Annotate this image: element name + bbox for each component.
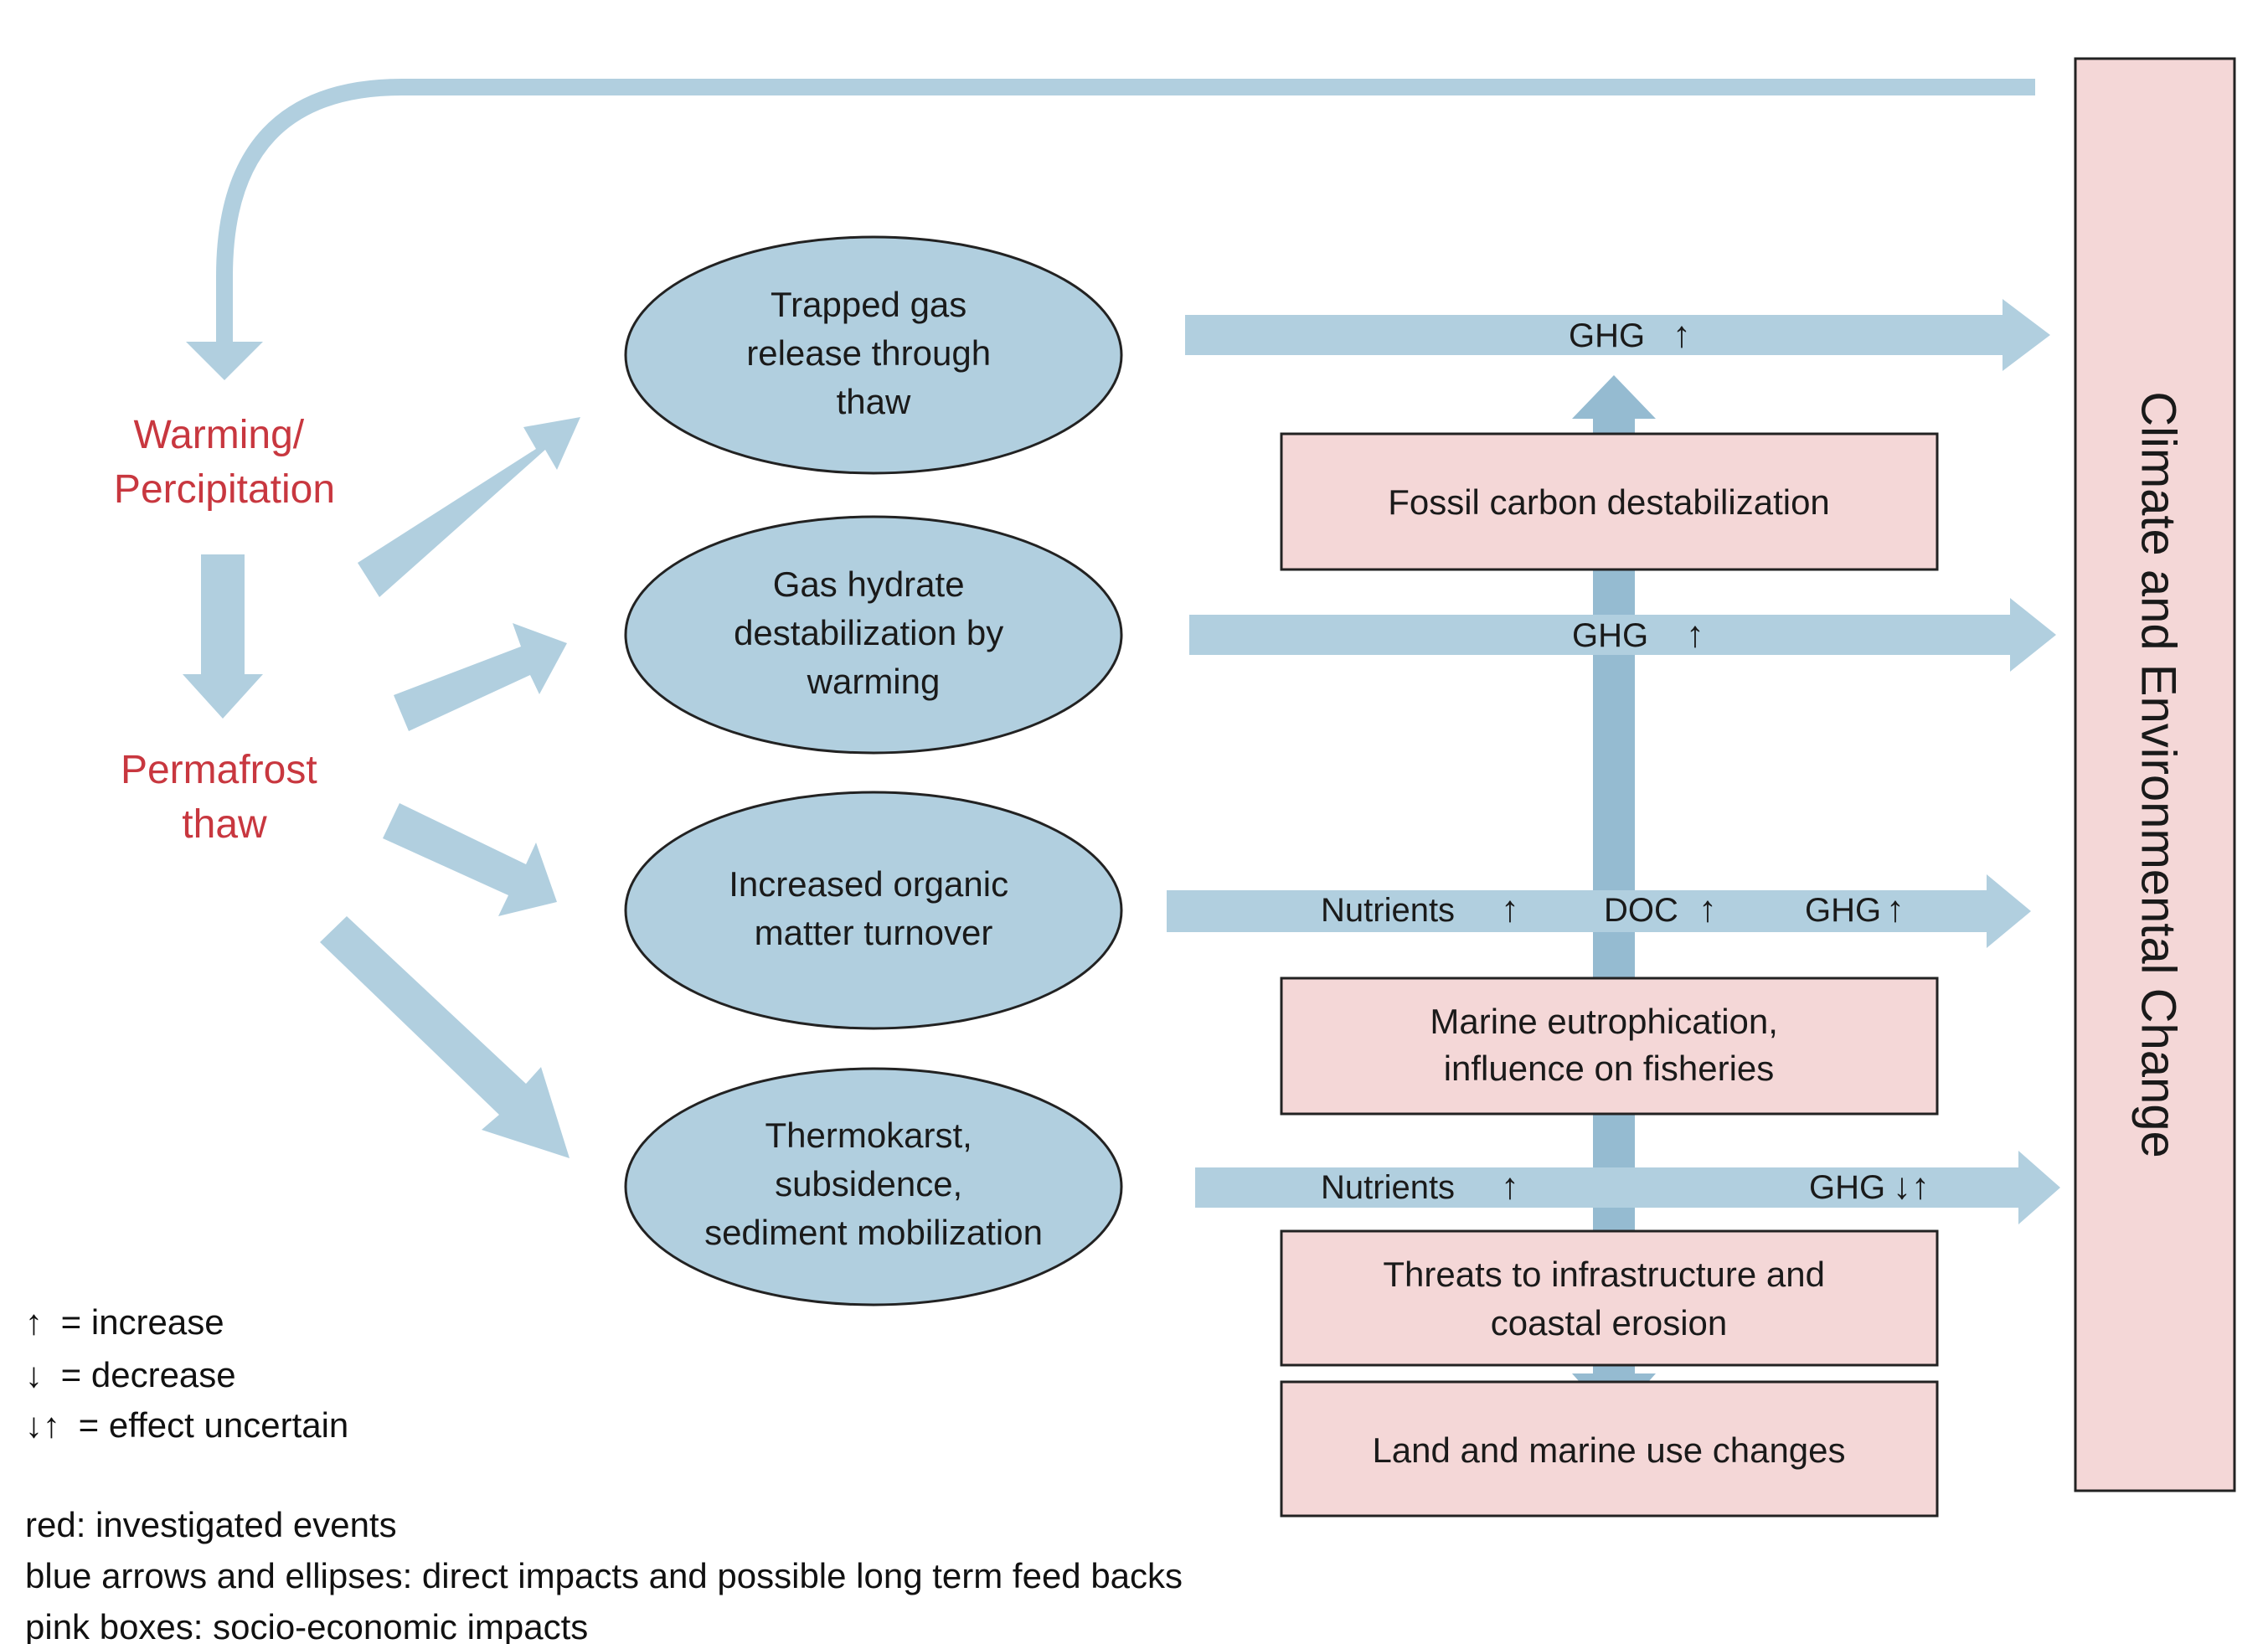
legend-note-red: red: investigated events [25, 1505, 397, 1544]
flow-4-label-nutrients-arrow: ↑ [1501, 1166, 1519, 1207]
ellipse-gas-hydrate-text: Gas hydrate destabilization by warming [734, 564, 1013, 701]
ellipse-thermokarst-text: Thermokarst, subsidence, sediment mobili… [704, 1116, 1043, 1252]
flow-2-label-ghg: GHG [1572, 617, 1648, 654]
flow-3-label-doc: DOC [1604, 892, 1678, 929]
ellipse-gas-hydrate [624, 515, 1123, 755]
feedback-loop-arrow [216, 79, 2035, 342]
flow-4-label-ghg: GHG [1809, 1169, 1885, 1206]
legend-note-blue: blue arrows and ellipses: direct impacts… [25, 1556, 1183, 1595]
flow-3-label-doc-arrow: ↑ [1698, 889, 1717, 930]
legend-decrease: ↓ = decrease [25, 1355, 236, 1394]
feedback-loop-arrowhead [186, 342, 263, 380]
legend-uncertain-text: = effect uncertain [79, 1405, 349, 1445]
flow-arrow-1 [1185, 299, 2050, 371]
legend-decrease-text: = decrease [61, 1355, 236, 1394]
box-land-marine-use-text: Land and marine use changes [1372, 1430, 1845, 1470]
flow-4-label-nutrients: Nutrients [1321, 1169, 1455, 1206]
flow-4-label-ghg-arrow: ↓↑ [1893, 1166, 1930, 1207]
legend-uncertain: ↓↑ = effect uncertain [25, 1405, 348, 1445]
flow-3-label-nutrients: Nutrients [1321, 892, 1455, 929]
box-fossil-carbon-text: Fossil carbon destabilization [1388, 482, 1830, 522]
ellipse-trapped-gas [624, 235, 1123, 475]
arrow-to-gas-hydrate [394, 623, 567, 731]
legend-increase-text: = increase [61, 1302, 224, 1342]
ellipse-trapped-gas-text: Trapped gas release through thaw [746, 285, 1001, 421]
arrow-to-trapped-gas [358, 417, 580, 597]
box-infrastructure [1280, 1229, 1939, 1367]
climate-change-label: Climate and Environmental Change [2131, 391, 2186, 1158]
legend-increase-symbol: ↑ [25, 1302, 43, 1342]
flow-1-label-ghg-arrow: ↑ [1673, 314, 1691, 355]
box-marine-eutrophication [1280, 977, 1939, 1116]
flow-arrow-2 [1189, 598, 2056, 672]
flow-3-label-nutrients-arrow: ↑ [1501, 889, 1519, 930]
flow-arrow-3 [1167, 874, 2031, 948]
warming-to-permafrost-arrow [183, 554, 263, 719]
box-fossil-carbon [1280, 432, 1939, 571]
ellipse-organic-matter-text: Increased organic matter turnover [729, 864, 1018, 952]
event-permafrost: Permafrost thaw [121, 748, 328, 847]
box-land-marine-use [1280, 1380, 1939, 1518]
arrow-to-thermokarst [320, 916, 570, 1158]
ellipse-thermokarst [624, 1067, 1123, 1306]
arrow-to-organic-matter [383, 803, 557, 916]
legend-decrease-symbol: ↓ [25, 1355, 43, 1394]
box-marine-eutrophication-text: Marine eutrophication, influence on fish… [1430, 1002, 1787, 1088]
legend-increase: ↑ = increase [25, 1302, 224, 1342]
ellipse-organic-matter [624, 791, 1123, 1030]
flow-arrow-4 [1195, 1151, 2060, 1224]
central-vertical-arrow-up-head [1572, 375, 1656, 419]
legend-uncertain-symbol: ↓↑ [25, 1405, 60, 1445]
flow-2-label-ghg-arrow: ↑ [1686, 614, 1704, 655]
flow-3-label-ghg: GHG [1805, 892, 1881, 929]
event-warming: Warming/ Percipitation [114, 413, 335, 512]
box-infrastructure-text: Threats to infrastructure and coastal er… [1383, 1255, 1834, 1343]
flow-3-label-ghg-arrow: ↑ [1886, 889, 1905, 930]
flow-1-label-ghg: GHG [1569, 317, 1645, 354]
box-climate-change [2074, 57, 2236, 1492]
legend-note-pink: pink boxes: socio-economic impacts [25, 1607, 588, 1644]
